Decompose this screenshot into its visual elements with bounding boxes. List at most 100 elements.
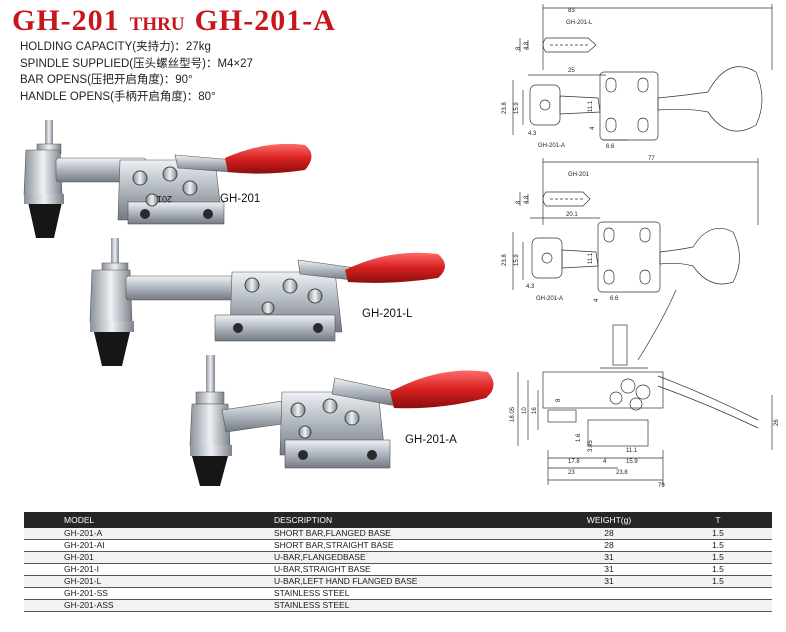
dim-top-overall: 83 [568, 8, 575, 14]
cell-model: GH-201-A [24, 528, 234, 541]
spec-holding-capacity: HOLDING CAPACITY(夹持力)：27kg [20, 41, 211, 53]
dim-mid-h3: 11.1 [588, 252, 594, 264]
cell-t [664, 599, 772, 613]
cell-description: U-BAR,LEFT HAND FLANGED BASE [234, 575, 554, 589]
clamp-photo-gh-201-a: GH-201-A [189, 355, 494, 486]
pivot-rivet [282, 278, 298, 294]
mount-hole [298, 450, 308, 460]
u-bar [125, 275, 247, 301]
spindle-bolt [45, 120, 53, 150]
mount-hole [367, 450, 377, 460]
pivot-rivet [344, 410, 360, 426]
cell-description: U-BAR,FLANGEDBASE [234, 551, 554, 565]
cell-description: STAINLESS STEEL [234, 587, 554, 601]
product-photos: 201 GH-201 GH-201-L [23, 120, 494, 486]
pivot-rivet [162, 166, 178, 182]
dim-mid-w2: 4.8 [524, 195, 530, 204]
col-header-t: T [664, 512, 772, 528]
photo-label-gh-201: GH-201 [220, 193, 260, 205]
pivot-rivet [322, 398, 338, 414]
dim-mid-overall: 77 [648, 156, 655, 162]
dim-mid-w1: 8 [516, 200, 522, 204]
lower-nut [190, 445, 232, 456]
col-header-weight: WEIGHT(g) [554, 512, 664, 528]
dim-top-gap: 4 [590, 126, 596, 130]
spindle-bolt [206, 355, 215, 395]
model-table: MODEL DESCRIPTION WEIGHT(g) T GH-201-A S… [24, 512, 772, 613]
model-table-grid: MODEL DESCRIPTION WEIGHT(g) T GH-201-A S… [24, 512, 772, 613]
pivot-rivet [290, 402, 306, 418]
mount-hole [203, 209, 213, 219]
cell-weight: 28 [554, 528, 664, 541]
dim-side-12: 23 [568, 470, 575, 476]
cell-t: 1.5 [664, 563, 772, 577]
dim-mid-slot: 20.1 [566, 212, 578, 218]
dim-side-5: 1.6 [576, 433, 582, 442]
table-row: GH-201-A SHORT BAR,FLANGED BASE 28 1.5 [24, 528, 772, 541]
dim-top-h2: 15.9 [514, 102, 520, 114]
cell-weight: 31 [554, 563, 664, 577]
technical-drawing: 83 GH-201-L 25 8 4.8 23.8 15.9 11.1 4.3 … [502, 4, 780, 489]
flange-base [127, 201, 225, 225]
dim-mid-h2: 15.9 [514, 254, 520, 266]
dim-mid-hole: 4.3 [526, 284, 535, 290]
photo-label-gh-201-l: GH-201-L [362, 308, 413, 320]
table-row: GH-201-ASS STAINLESS STEEL [24, 599, 772, 613]
spec-bar-opens: BAR OPENS(压把开启角度)：90° [20, 74, 193, 86]
cell-weight [554, 587, 664, 601]
cell-t: 1.5 [664, 528, 772, 541]
side-view-drawing [517, 367, 773, 485]
cell-t: 1.5 [664, 575, 772, 589]
cell-model: GH-201-L [24, 575, 234, 589]
pivot-rivet [298, 425, 312, 439]
mount-hole [140, 209, 150, 219]
cell-model: GH-201-AI [24, 539, 234, 553]
dim-top-w2: 4.8 [524, 41, 530, 50]
table-row: GH-201 U-BAR,FLANGEDBASE 31 1.5 [24, 551, 772, 565]
cell-weight: 31 [554, 551, 664, 565]
callout-mid: GH-201 [568, 172, 590, 178]
pivot-rivet [261, 301, 275, 315]
cell-t: 1.5 [664, 539, 772, 553]
red-handle-grip [225, 143, 312, 174]
dim-side-8: 15.9 [626, 459, 638, 465]
col-header-description: DESCRIPTION [234, 512, 554, 528]
table-row: GH-201-L U-BAR,LEFT HAND FLANGED BASE 31… [24, 575, 772, 589]
cell-t: 1.5 [664, 551, 772, 565]
base-stamp: 201 [157, 194, 172, 204]
table-header-row: MODEL DESCRIPTION WEIGHT(g) T [24, 512, 772, 528]
model-mid: GH-201-A [536, 296, 563, 302]
rubber-tip [94, 332, 130, 366]
cell-weight: 31 [554, 575, 664, 589]
spec-handle-opens: HANDLE OPENS(手柄开启角度)：80° [20, 90, 216, 103]
hex-nut [195, 391, 225, 405]
dim-top-base: 6.6 [606, 144, 615, 150]
spindle-bolt [111, 238, 119, 270]
table-row: GH-201-SS STAINLESS STEEL [24, 587, 772, 601]
pivot-rivet [132, 170, 148, 186]
dim-side-4: 8 [556, 398, 562, 402]
dim-side-2: 10 [522, 407, 528, 414]
dim-top-slot: 25 [568, 68, 575, 74]
red-handle-grip [390, 370, 494, 409]
cell-model: GH-201-ASS [24, 599, 234, 613]
dim-top-hole: 4.3 [528, 131, 537, 137]
mount-hole [233, 323, 243, 333]
middle-view-drawing [512, 158, 759, 366]
title-model-to: GH-201-A [194, 4, 336, 37]
cell-weight: 28 [554, 539, 664, 553]
dim-side-6: 3.95 [588, 440, 594, 452]
dim-top-w1: 8 [516, 46, 522, 50]
title-model-from: GH-201 [12, 4, 120, 37]
col-header-model: MODEL [24, 512, 234, 528]
model-top: GH-201-A [538, 143, 565, 149]
lower-nut [90, 321, 134, 332]
clamp-photo-gh-201: 201 GH-201 [23, 120, 312, 238]
spec-list: HOLDING CAPACITY(夹持力)：27kg SPINDLE SUPPL… [20, 39, 253, 105]
dim-side-11: 23.8 [616, 470, 628, 476]
dim-mid-h1: 23.8 [502, 254, 508, 266]
rubber-tip [28, 202, 62, 238]
cell-description: SHORT BAR,FLANGED BASE [234, 528, 554, 541]
photo-label-gh-201-a: GH-201-A [405, 434, 457, 446]
